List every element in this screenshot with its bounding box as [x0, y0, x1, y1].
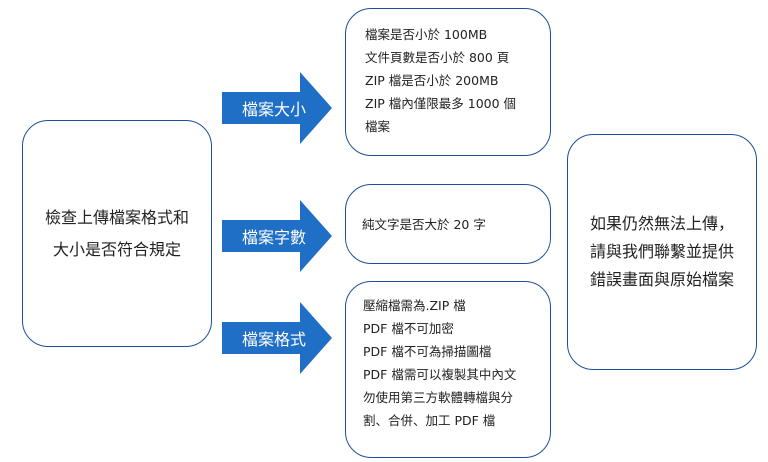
file-format-list: 壓縮檔需為.ZIP 檔 PDF 檔不可加密 PDF 檔不可為掃描圖檔 PDF 檔… — [363, 294, 550, 432]
contact-line: 請與我們聯繫並提供 — [589, 242, 734, 261]
file-size-item: 檔案 — [365, 119, 391, 134]
file-size-box: 檔案是否小於 100MB 文件頁數是否小於 800 頁 ZIP 檔是否小於 20… — [345, 8, 551, 156]
file-size-list: 檔案是否小於 100MB 文件頁數是否小於 800 頁 ZIP 檔是否小於 20… — [365, 23, 550, 138]
file-format-item: 勿使用第三方軟體轉檔與分 — [363, 390, 514, 405]
arrow-file-format: 檔案格式 — [222, 302, 332, 374]
contact-box: 如果仍然無法上傳， 請與我們聯繫並提供 錯誤畫面與原始檔案 — [567, 134, 757, 370]
contact-text: 如果仍然無法上傳， 請與我們聯繫並提供 錯誤畫面與原始檔案 — [590, 210, 734, 294]
file-format-item: 壓縮檔需為.ZIP 檔 — [363, 298, 466, 313]
contact-line: 如果仍然無法上傳， — [589, 214, 734, 233]
check-file-box: 檢查上傳檔案格式和 大小是否符合規定 — [22, 120, 212, 347]
file-size-item: 文件頁數是否小於 800 頁 — [365, 50, 510, 65]
arrow-label-word-count: 檔案字數 — [242, 228, 307, 247]
arrow-label-file-size: 檔案大小 — [242, 100, 307, 119]
contact-line: 錯誤畫面與原始檔案 — [589, 270, 734, 289]
word-count-item: 純文字是否大於 20 字 — [362, 216, 486, 232]
file-size-item: 檔案是否小於 100MB — [365, 27, 488, 42]
check-file-line: 檢查上傳檔案格式和 — [44, 207, 189, 227]
check-file-line: 大小是否符合規定 — [52, 239, 181, 259]
file-format-item: PDF 檔需可以複製其中內文 — [363, 367, 517, 382]
check-file-text: 檢查上傳檔案格式和 大小是否符合規定 — [45, 202, 189, 266]
arrow-label-file-format: 檔案格式 — [242, 330, 307, 349]
arrow-word-count: 檔案字數 — [222, 200, 332, 272]
file-format-item: PDF 檔不可加密 — [363, 321, 454, 336]
file-size-item: ZIP 檔內僅限最多 1000 個 — [365, 96, 517, 111]
arrow-file-size: 檔案大小 — [222, 72, 332, 144]
word-count-box: 純文字是否大於 20 字 — [345, 184, 551, 264]
file-format-item: 割、合併、加工 PDF 檔 — [363, 413, 496, 428]
file-format-item: PDF 檔不可為掃描圖檔 — [363, 344, 492, 359]
file-format-box: 壓縮檔需為.ZIP 檔 PDF 檔不可加密 PDF 檔不可為掃描圖檔 PDF 檔… — [345, 281, 551, 458]
file-size-item: ZIP 檔是否小於 200MB — [365, 73, 499, 88]
